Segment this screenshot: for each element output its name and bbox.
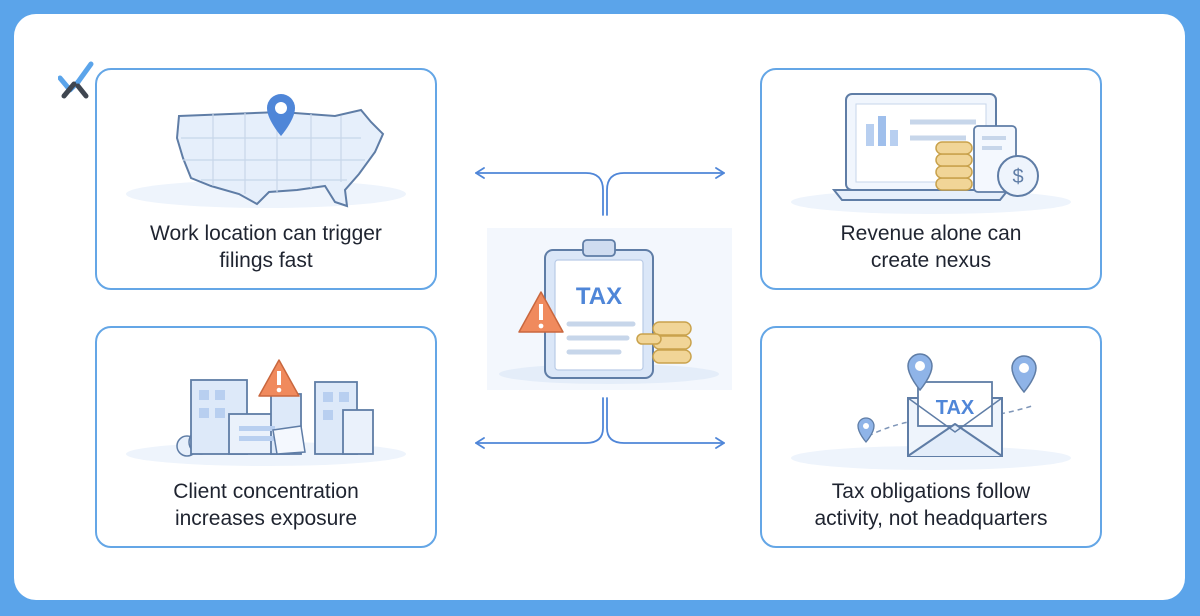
caption-line: activity, not headquarters [814,507,1048,530]
laptop-revenue-illustration: $ [791,93,1071,214]
card-client-concentration: Client concentration increases exposure [95,326,437,548]
connector-lines [475,167,725,449]
map-pin-icon [1011,355,1037,394]
clipboard-tax-label: TAX [576,283,622,310]
card-work-location: Work location can trigger filings fast [95,68,437,290]
buildings-warning-illustration [126,359,406,466]
us-map-pin-illustration [126,94,406,208]
tax-clipboard-illustration: TAX [487,228,732,390]
card-caption: Client concentration increases exposure [107,478,425,532]
card-caption: Work location can trigger filings fast [107,220,425,274]
caption-line: Tax obligations follow [831,480,1031,503]
coin-stack-icon [636,321,692,364]
dollar-symbol: $ [1012,166,1023,188]
caption-line: filings fast [219,249,313,272]
card-caption: Revenue alone can create nexus [772,220,1090,274]
card-caption: Tax obligations follow activity, not hea… [772,478,1090,532]
warning-triangle-icon [518,291,564,333]
caption-line: increases exposure [174,507,358,530]
map-pin-icon [907,353,933,392]
envelope-tax-label: TAX [936,397,975,419]
tax-envelope-pins-illustration: TAX [791,353,1071,470]
brand-logo-icon [58,61,94,99]
caption-line: Work location can trigger [150,222,382,245]
card-revenue: $ Revenue alone can create nexus [760,68,1102,290]
caption-line: Revenue alone can [840,222,1022,245]
caption-line: Client concentration [173,480,359,503]
map-pin-icon [857,417,875,443]
card-tax-obligations: TAX Tax obligations follow activity, not… [760,326,1102,548]
caption-line: create nexus [870,249,992,272]
